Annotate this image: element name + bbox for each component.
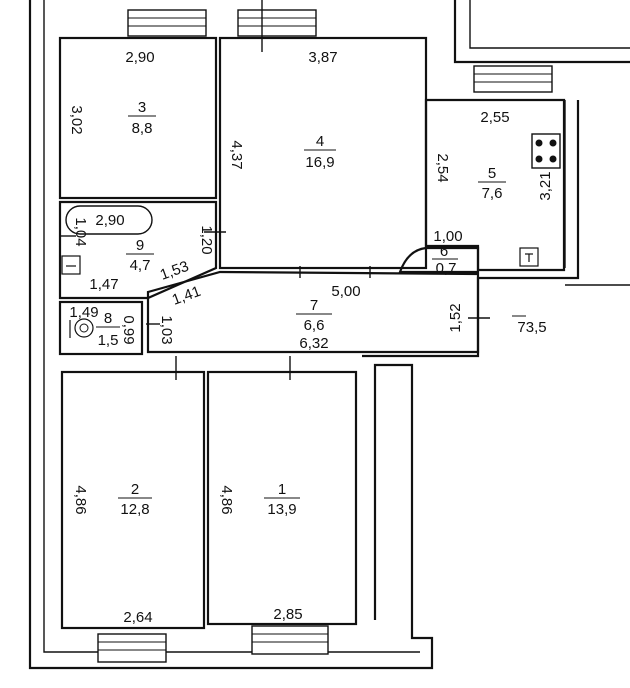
room-8: [58, 300, 144, 356]
room-9-area: 4,7: [130, 257, 151, 274]
room-4-width: 3,87: [308, 49, 337, 66]
room-4-labels: 3,87 4,37 4 16,9: [228, 49, 338, 171]
room-4-height: 4,37: [228, 140, 245, 169]
room-3-area: 8,8: [132, 120, 153, 137]
room-7-width: 5,00: [331, 283, 360, 300]
room-7-diag1: 1,53: [158, 258, 191, 284]
room-1-area: 13,9: [267, 501, 296, 518]
kitchen-sink-icon: [519, 247, 539, 267]
room-7: [146, 270, 480, 354]
room-9-bottom: 1,47: [89, 276, 118, 293]
room-5-height: 2,54: [434, 153, 451, 182]
room-4-area: 16,9: [305, 154, 334, 171]
room-3-labels: 2,90 3,02 3 8,8: [68, 49, 156, 137]
room-6: [398, 246, 480, 274]
room-2-height: 4,86: [72, 485, 89, 514]
room-9-left: 1,04: [72, 217, 89, 246]
room-9-number: 9: [136, 237, 144, 254]
room-6-area: 0,7: [436, 260, 457, 277]
room-8-labels: 1,49 0,99 8 1,5: [69, 304, 137, 349]
room-3-height: 3,02: [68, 105, 85, 134]
room-5-labels: 2,55 2,54 3,21 5 7,6: [434, 109, 554, 202]
stove-icon: [531, 133, 561, 169]
window-top-right: [473, 65, 553, 93]
room-5-extra: 3,21: [537, 171, 554, 200]
room-8-height: 0,99: [120, 315, 137, 344]
room-3-number: 3: [138, 99, 146, 116]
room-8-area: 1,5: [98, 332, 119, 349]
room-5-number: 5: [488, 165, 496, 182]
room-9-labels: 2,90 1,04 1,20 1,47 9 4,7: [72, 212, 215, 293]
room-5-width: 2,55: [480, 109, 509, 126]
sink-icon: [61, 255, 81, 275]
room-2-area: 12,8: [120, 501, 149, 518]
room-1-labels: 4,86 1 13,9 2,85: [218, 481, 303, 623]
room-5-area: 7,6: [482, 185, 503, 202]
bathtub-icon: [65, 205, 153, 235]
room-3-width: 2,90: [125, 49, 154, 66]
door-marks: [60, 231, 490, 380]
room-2-number: 2: [131, 481, 139, 498]
room-2-labels: 4,86 2 12,8 2,64: [72, 481, 153, 626]
room-9-width: 2,90: [95, 212, 124, 229]
room-6-number: 6: [440, 243, 448, 260]
room-9-height: 1,20: [198, 225, 215, 254]
room-4-number: 4: [316, 133, 324, 150]
window-bottom-left: [97, 633, 167, 663]
total-area-value: 73,5: [517, 319, 546, 336]
room-7-left: 1,03: [158, 315, 175, 344]
room-1-number: 1: [278, 481, 286, 498]
room-7-area: 6,6: [304, 317, 325, 334]
room-7-right: 1,52: [447, 303, 464, 332]
room-6-width: 1,00: [433, 228, 462, 245]
room-8-width: 1,49: [69, 304, 98, 321]
window-bottom-right: [251, 625, 329, 655]
room-7-number: 7: [310, 297, 318, 314]
room-3: [58, 36, 218, 200]
toilet-icon: [69, 318, 94, 338]
total-area: 73,5: [512, 315, 547, 336]
room-2: [60, 370, 206, 630]
room-4: [218, 36, 428, 270]
room-1-height: 4,86: [218, 485, 235, 514]
room-1: [206, 370, 358, 626]
room-6-labels: 1,00 6 0,7: [432, 228, 463, 277]
room-8-number: 8: [104, 310, 112, 327]
room-2-width: 2,64: [123, 609, 152, 626]
room-7-bottom: 6,32: [299, 335, 328, 352]
room-1-width: 2,85: [273, 606, 302, 623]
window-top-middle: [237, 0, 317, 52]
window-top-left: [127, 9, 207, 37]
